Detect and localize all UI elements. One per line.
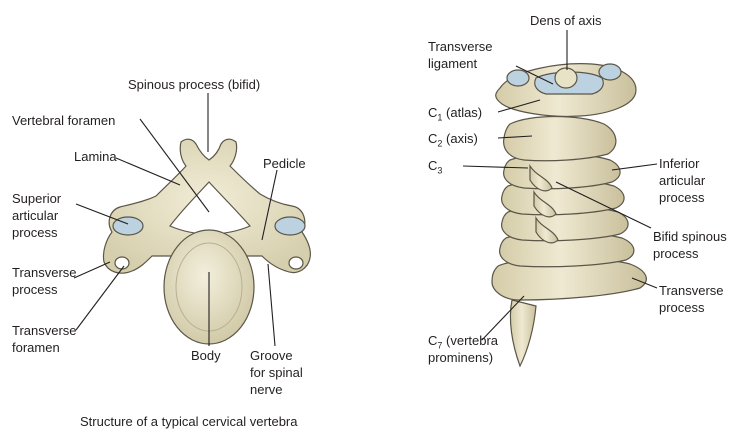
label-body: Body — [191, 347, 221, 364]
label-lamina: Lamina — [74, 148, 117, 165]
label-c3: C3 — [428, 157, 442, 174]
articular-facet-right — [275, 217, 305, 235]
leader-groove — [268, 264, 275, 346]
label-inferior-articular-process: Inferior articular process — [659, 155, 705, 206]
label-transverse-process-left: Transverse process — [12, 264, 77, 298]
label-bifid-spinous-process: Bifid spinous process — [653, 228, 727, 262]
label-c2-axis: C2 (axis) — [428, 130, 478, 147]
leader-lamina — [116, 158, 180, 185]
label-spinous-process: Spinous process (bifid) — [128, 76, 260, 93]
label-groove-for-spinal-nerve: Groove for spinal nerve — [250, 347, 303, 398]
vertebra-c2-axis — [504, 117, 616, 161]
leader-transverse-foramen — [76, 266, 124, 330]
label-superior-articular-process: Superior articular process — [12, 190, 61, 241]
dens-shape — [555, 68, 577, 88]
label-vertebral-foramen: Vertebral foramen — [12, 112, 115, 129]
label-transverse-foramen: Transverse foramen — [12, 322, 77, 356]
label-c1-atlas: C1 (atlas) — [428, 104, 482, 121]
label-dens-of-axis: Dens of axis — [530, 12, 602, 29]
label-transverse-ligament: Transverse ligament — [428, 38, 493, 72]
transverse-foramen-left — [115, 257, 129, 269]
label-transverse-process-right: Transverse process — [659, 282, 724, 316]
transverse-foramen-right — [289, 257, 303, 269]
leader-transverse-process — [74, 262, 110, 278]
label-pedicle: Pedicle — [263, 155, 306, 172]
label-c7-vertebra-prominens: C7 (vertebra prominens) — [428, 332, 498, 366]
figure-caption: Structure of a typical cervical vertebra — [80, 413, 297, 430]
